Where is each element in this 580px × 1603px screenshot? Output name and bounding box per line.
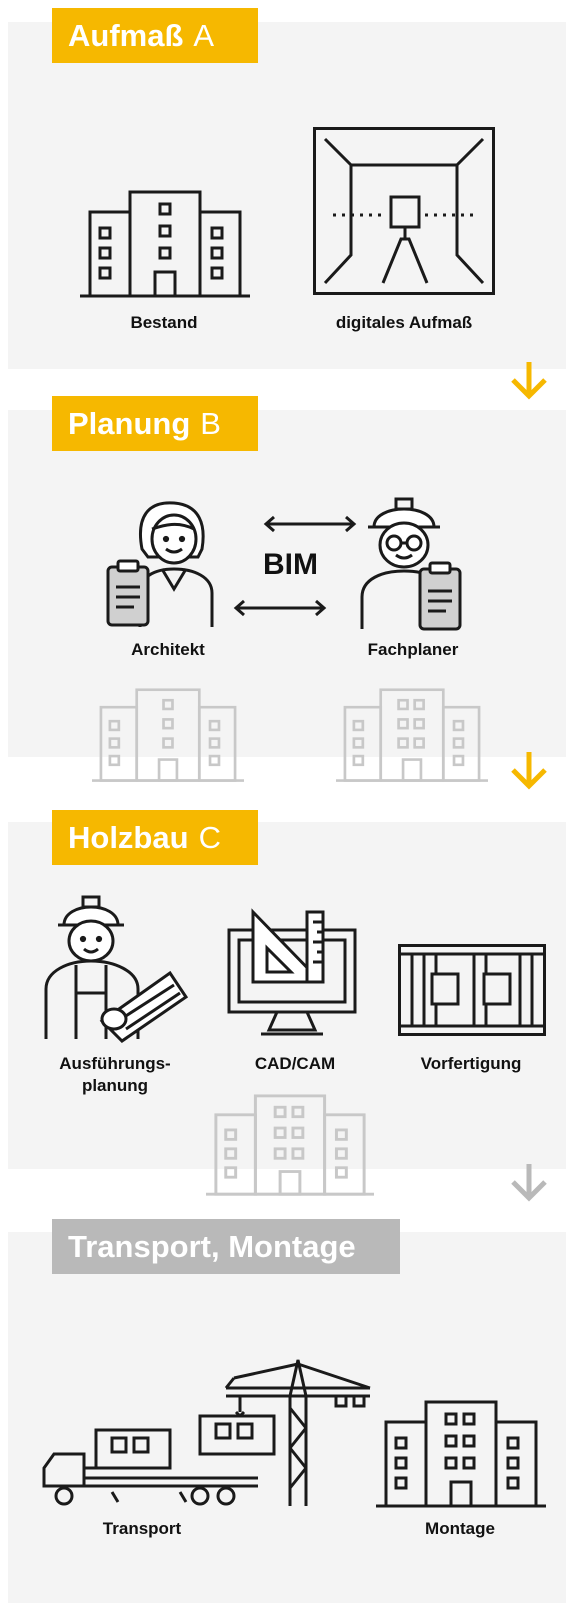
section-planung-panel xyxy=(8,410,566,757)
caption-planung: planung xyxy=(81,1076,149,1095)
worker-icon xyxy=(44,895,189,1043)
caption-vorfertigung: Vorfertigung xyxy=(420,1054,522,1073)
architect-icon xyxy=(106,501,214,627)
bim-label: BIM xyxy=(263,548,318,581)
caption-architekt: Architekt xyxy=(131,640,205,659)
crane-icon xyxy=(376,1400,546,1510)
arrow-down-icon xyxy=(509,360,549,400)
section-letter: A xyxy=(193,18,215,53)
section-letter: B xyxy=(200,406,221,441)
section-title-text: Planung xyxy=(68,406,191,441)
arrow-down-icon xyxy=(509,750,549,790)
caption-montage: Montage xyxy=(425,1519,495,1538)
building-icon xyxy=(80,190,250,300)
engineer-icon xyxy=(360,497,462,631)
caption-fachplaner: Fachplaner xyxy=(367,640,459,659)
timber-frame-icon xyxy=(398,944,546,1036)
caption-transport: Transport xyxy=(102,1519,182,1538)
section-planung-title: Planung B xyxy=(52,396,258,451)
double-arrow-icon xyxy=(263,515,357,533)
section-holzbau-title: Holzbau C xyxy=(52,810,258,865)
caption-digitales-aufmass: digitales Aufmaß xyxy=(335,313,473,332)
arrow-down-icon xyxy=(509,1162,549,1202)
section-title-text: Transport, Montage xyxy=(68,1229,356,1264)
section-aufmass-title: Aufmaß A xyxy=(52,8,258,63)
double-arrow-icon xyxy=(233,599,327,617)
section-transport-title: Transport, Montage xyxy=(52,1219,400,1274)
section-letter: C xyxy=(198,820,221,855)
building-icon xyxy=(92,688,244,784)
section-title-text: Holzbau xyxy=(68,820,189,855)
caption-cad-cam: CAD/CAM xyxy=(254,1054,336,1073)
computer-cad-icon xyxy=(227,908,357,1036)
caption-bestand: Bestand xyxy=(130,313,198,332)
building-icon xyxy=(206,1094,374,1198)
caption-ausfuehrungs: Ausführungs- xyxy=(59,1054,171,1073)
section-title-text: Aufmaß xyxy=(68,18,184,53)
building-icon xyxy=(336,688,488,784)
section-aufmass-panel xyxy=(8,22,566,369)
laser-scanner-icon xyxy=(313,127,495,295)
truck-icon xyxy=(42,1359,371,1506)
